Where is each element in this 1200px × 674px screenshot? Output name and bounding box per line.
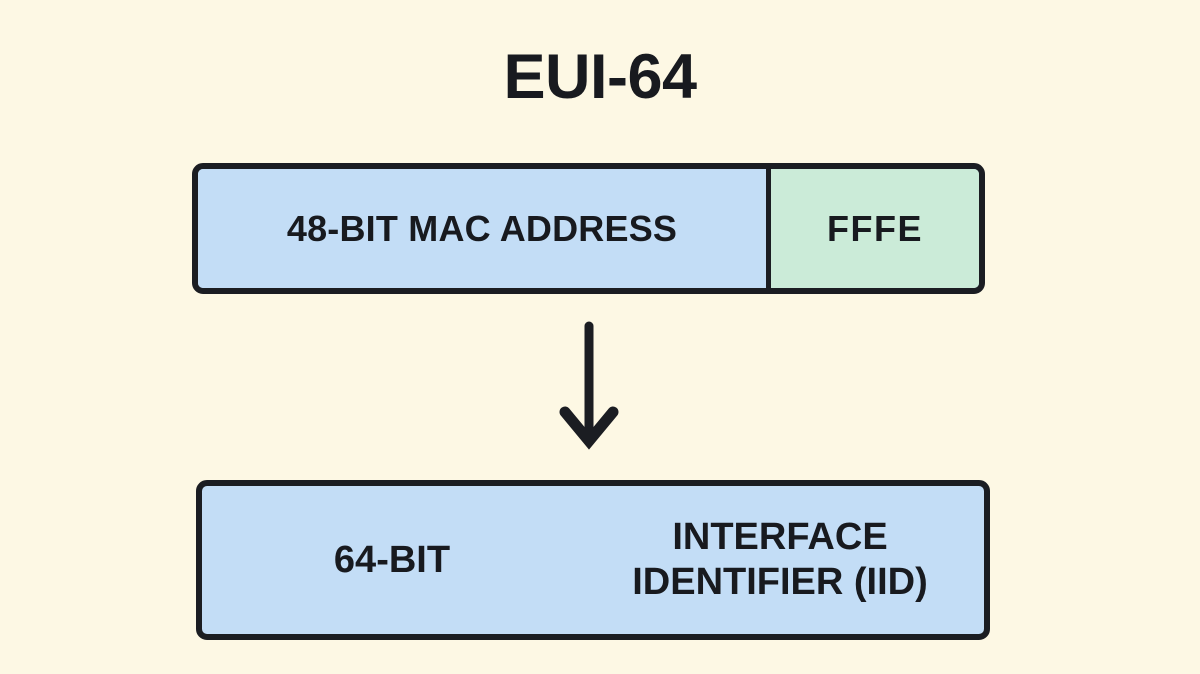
- iid-label-line1: INTERFACE: [672, 516, 888, 559]
- page-title: EUI-64: [503, 42, 697, 112]
- mac-address-segment: 48-BIT MAC ADDRESS: [198, 169, 771, 288]
- eui64-source-bar: 48-BIT MAC ADDRESS FFFE: [192, 163, 985, 294]
- iid-label-line2: IDENTIFIER (IID): [632, 561, 928, 603]
- fffe-label: FFFE: [827, 207, 923, 249]
- arrow-down-icon: [559, 321, 619, 450]
- eui64-result-bar: 64-BIT INTERFACE IDENTIFIER (IID): [196, 480, 990, 640]
- interface-identifier-label: INTERFACE IDENTIFIER (IID): [582, 515, 984, 605]
- fffe-segment: FFFE: [771, 169, 979, 288]
- bit-length-label: 64-BIT: [333, 538, 451, 581]
- mac-address-label: 48-BIT MAC ADDRESS: [286, 207, 678, 249]
